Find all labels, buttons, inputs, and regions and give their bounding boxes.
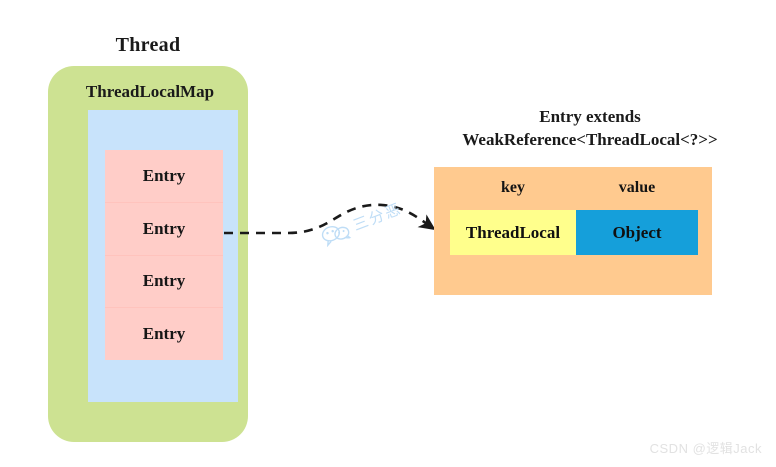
entry-detail-caption: Entry extends WeakReference<ThreadLocal<… xyxy=(430,106,750,152)
key-column-header: key xyxy=(501,179,525,196)
thread-title: Thread xyxy=(115,34,181,56)
value-column-header: value xyxy=(618,179,656,196)
entry-stack: Entry Entry Entry Entry xyxy=(105,150,223,360)
wechat-watermark-text: 三分恶 xyxy=(350,200,405,235)
entry-item: Entry xyxy=(105,150,223,203)
entry-caption-line-1: Entry extends xyxy=(539,107,641,126)
entry-item: Entry xyxy=(105,203,223,256)
key-value-row: ThreadLocal Object xyxy=(450,210,698,255)
entry-item: Entry xyxy=(142,324,186,344)
wechat-watermark: 三分恶 xyxy=(318,198,405,248)
value-cell-object: Object xyxy=(576,210,698,255)
entry-caption-line-2: WeakReference<ThreadLocal<?>> xyxy=(462,129,718,149)
csdn-watermark: CSDN @逻辑Jack xyxy=(649,441,762,456)
threadlocalmap-title: ThreadLocalMap xyxy=(85,82,215,101)
wechat-logo-icon xyxy=(321,225,352,247)
key-cell-threadlocal: ThreadLocal xyxy=(450,210,576,255)
entry-item: Entry xyxy=(105,256,223,309)
